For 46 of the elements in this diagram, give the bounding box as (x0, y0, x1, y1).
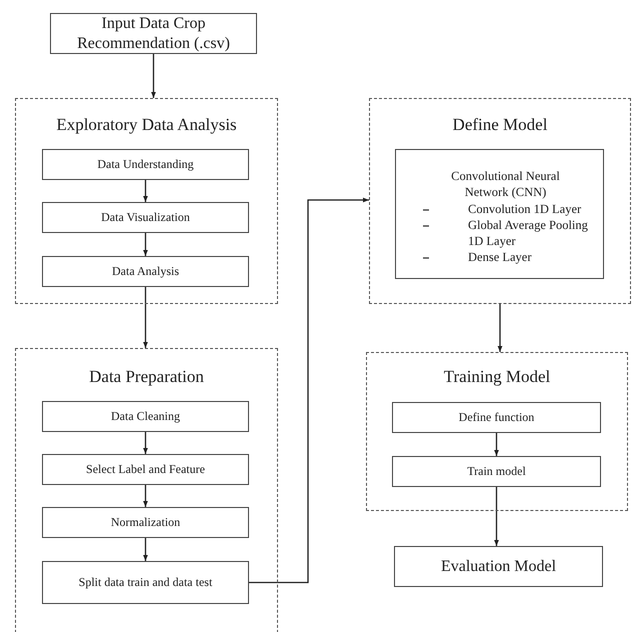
process-box (42, 401, 249, 432)
arrow (151, 54, 156, 98)
arrow (143, 538, 148, 561)
list-item-text: Dense Layer (468, 250, 532, 264)
arrow (498, 304, 502, 352)
dashed-group-frame (366, 352, 628, 511)
arrow (143, 432, 148, 454)
dashed-group-frame (15, 98, 278, 304)
dashed-group-frame (369, 98, 631, 304)
process-box (42, 202, 249, 233)
group-title: Training Model (442, 367, 552, 387)
arrow (249, 198, 369, 584)
process-box (392, 456, 601, 487)
box-label: Train model (467, 464, 526, 479)
process-box (50, 13, 257, 54)
process-box (42, 149, 249, 180)
dashed-group-frame (15, 348, 278, 632)
box-label: Select Label and Feature (86, 462, 205, 477)
arrow (143, 233, 148, 256)
box-label: Data Visualization (101, 210, 190, 225)
box-label: Data Analysis (112, 264, 179, 279)
process-box (394, 546, 603, 587)
group-title: Define Model (452, 115, 548, 135)
process-box (42, 256, 249, 287)
group-title: Exploratory Data Analysis (55, 115, 238, 135)
box-label: Input Data Crop Recommendation (.csv) (76, 14, 231, 54)
arrow (143, 180, 148, 202)
arrow (143, 485, 148, 507)
list-item-text: Global Average Pooling 1D Layer (468, 218, 588, 248)
list-item-text: Convolution 1D Layer (468, 202, 582, 216)
box-label: Data Cleaning (111, 409, 180, 424)
process-box (42, 454, 249, 485)
process-box (392, 402, 601, 433)
arrow (494, 487, 499, 546)
box-label: Split data train and data test (78, 575, 212, 590)
box-label: Define function (458, 410, 534, 425)
box-label: Data Understanding (97, 157, 194, 172)
arrow (494, 433, 499, 456)
box-heading: Convolutional Neural Network (CNN) (450, 168, 561, 200)
process-box (395, 149, 604, 279)
box-label: Normalization (110, 515, 180, 530)
process-box (42, 561, 249, 604)
arrow (143, 287, 148, 348)
box-label: Evaluation Model (440, 556, 556, 576)
process-box (42, 507, 249, 538)
group-title: Data Preparation (88, 367, 205, 387)
